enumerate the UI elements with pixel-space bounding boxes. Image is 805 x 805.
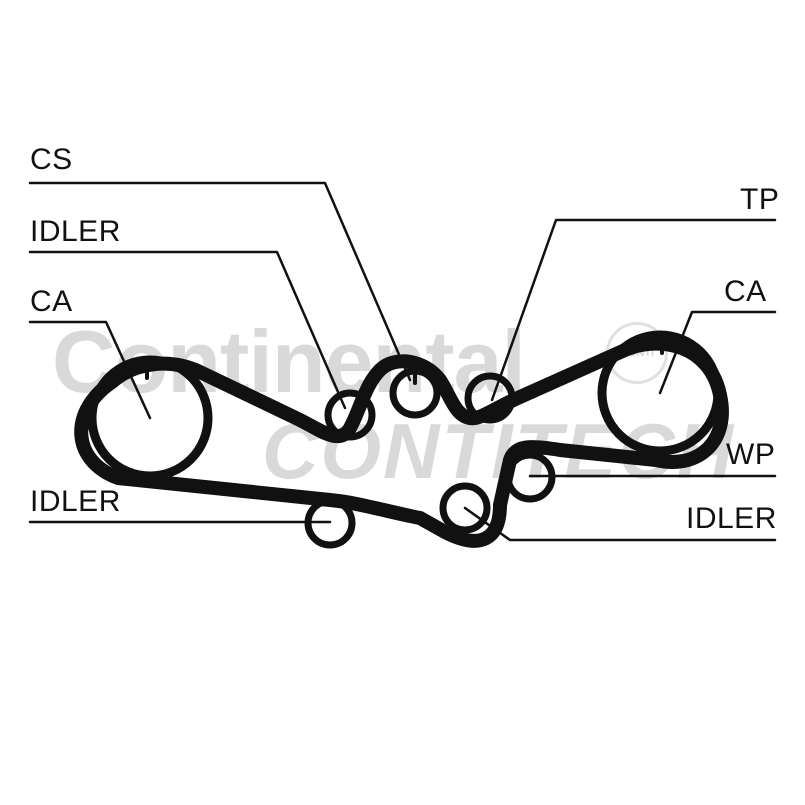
label-wp: WP xyxy=(726,438,776,471)
tensioner-pulley xyxy=(464,372,516,424)
leader-line-idler-upper xyxy=(28,250,347,410)
label-idler-lower-right: IDLER xyxy=(686,502,777,535)
label-cs: CS xyxy=(30,143,73,176)
label-tp: TP xyxy=(740,183,780,216)
leader-line-idler-lower-right xyxy=(463,506,777,542)
leader-line-cs xyxy=(28,181,412,382)
label-idler-lower-left: IDLER xyxy=(30,485,121,518)
idler-pulley-upper-left xyxy=(324,389,376,441)
label-idler-upper-left: IDLER xyxy=(30,215,121,248)
camshaft-pulley-right xyxy=(597,330,723,456)
leader-line-tp xyxy=(490,218,777,402)
leader-line-ca-left xyxy=(28,320,152,420)
timing-belt xyxy=(74,336,729,548)
label-ca-right: CA xyxy=(724,275,767,308)
idler-pulley-lower-right xyxy=(439,482,491,534)
camshaft-pulley-left xyxy=(87,355,213,481)
label-ca-left: CA xyxy=(30,285,73,318)
leader-line-ca-right xyxy=(658,310,777,395)
